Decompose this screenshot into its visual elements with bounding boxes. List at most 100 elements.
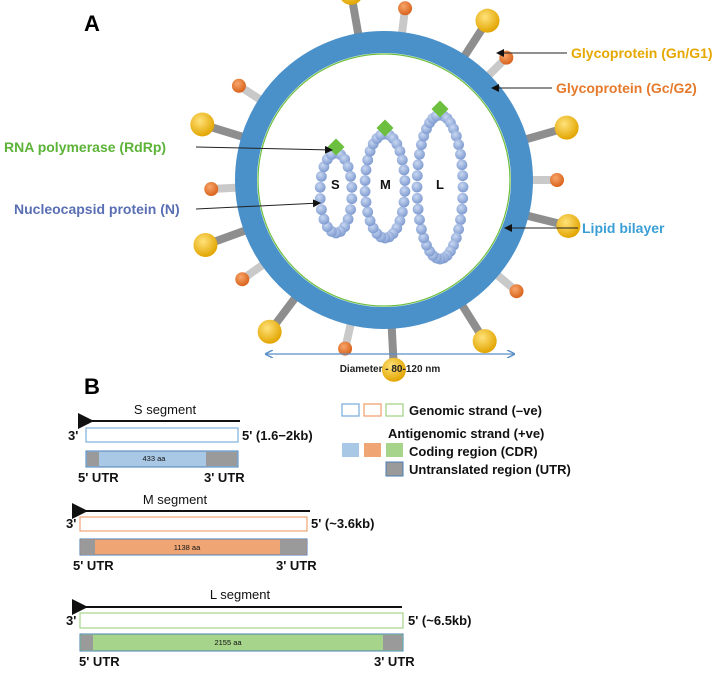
- nucleocapsid-label: Nucleocapsid protein (N): [14, 201, 180, 217]
- gn-glycoprotein-head: [556, 213, 581, 238]
- segment-m-bead: [394, 145, 406, 157]
- segment-l-bead: [411, 181, 423, 193]
- segment-m-bead: [398, 164, 410, 176]
- segment-l-bead: [455, 148, 466, 160]
- s-utr-right-label: 3' UTR: [204, 470, 245, 485]
- gn-glycoprotein-head: [341, 0, 361, 5]
- segment-l-bead: [457, 192, 469, 204]
- gc-glycoprotein-head: [509, 284, 524, 299]
- segment-m-rdrp-diamond: [376, 119, 394, 137]
- segment-l-label: L: [436, 177, 444, 192]
- segment-m-bead: [360, 164, 372, 176]
- inner-membrane-line: [257, 53, 511, 307]
- m-antigenomic-strand: [79, 538, 308, 556]
- legend: Genomic strand (–ve) Antigenomic strand …: [341, 403, 571, 477]
- m-utr-right-label: 3' UTR: [276, 558, 317, 573]
- segment-m-bead: [364, 215, 376, 227]
- gc-glycoprotein-head: [235, 272, 250, 287]
- s-antigenomic-strand: [85, 450, 239, 468]
- segment-s-bead: [314, 193, 326, 205]
- segment-l-bead: [450, 130, 462, 142]
- gc-glycoprotein-head: [550, 173, 564, 187]
- legend-genomic-text: Genomic strand (–ve): [409, 403, 542, 418]
- panel-b-letter: B: [84, 374, 100, 399]
- gc-glycoprotein-head: [231, 78, 246, 93]
- legend-genomic-s-swatch: [341, 403, 360, 417]
- l-left-end: 3': [66, 613, 76, 628]
- l-genomic-strand: [79, 612, 404, 629]
- m-right-end: 5' (~3.6kb): [311, 516, 374, 531]
- legend-antigenomic-text: Antigenomic strand (+ve): [388, 426, 544, 441]
- segment-m-bead: [399, 175, 411, 187]
- segment-s-bead: [316, 204, 327, 216]
- diameter-label: Diameter - 80-120 nm: [340, 364, 441, 375]
- legend-genomic-l-swatch: [385, 403, 404, 417]
- segment-s-bead: [316, 171, 327, 182]
- segment-l-bead: [457, 170, 469, 182]
- m-utr-left: [81, 540, 95, 554]
- segment-s-bead: [346, 193, 358, 205]
- segment-m-bead: [398, 196, 410, 208]
- gn-label: Glycoprotein (Gn/G1): [571, 45, 713, 61]
- s-segment-title: S segment: [134, 402, 197, 417]
- segment-s-bead: [345, 204, 356, 216]
- m-segment-title: M segment: [143, 492, 208, 507]
- gn-glycoprotein-head: [554, 115, 579, 140]
- gn-glycoprotein-head: [475, 8, 500, 33]
- segment-l-bead: [456, 159, 468, 171]
- segment-l-bead: [411, 170, 423, 182]
- rdrp-label: RNA polymerase (RdRp): [4, 139, 166, 155]
- m-coding-label: 1138 aa: [174, 543, 201, 552]
- m-utr-left-label: 5' UTR: [73, 558, 114, 573]
- l-utr-left: [81, 635, 93, 650]
- ribonucleoprotein-segments: [314, 100, 469, 265]
- segment-m-bead: [360, 196, 372, 208]
- segment-l-bead: [453, 223, 464, 235]
- segment-s-bead: [314, 181, 326, 193]
- segment-l-rdrp-diamond: [431, 100, 449, 118]
- s-right-end: 5' (1.6−2kb): [242, 428, 313, 443]
- segment-s-bead: [318, 213, 330, 225]
- gn-glycoprotein-head: [193, 232, 218, 257]
- gn-glycoprotein-head: [190, 112, 215, 137]
- segment-l-bead: [414, 148, 425, 160]
- legend-utr-swatch: [385, 461, 404, 477]
- legend-coding-s-swatch: [342, 443, 359, 457]
- segment-l-bead: [455, 214, 466, 226]
- s-utr-right: [206, 452, 237, 466]
- segment-l-bead: [416, 139, 427, 151]
- lipid-bilayer-label: Lipid bilayer: [582, 220, 665, 236]
- segment-l-bead: [418, 232, 430, 244]
- gc-glycoprotein-head: [398, 1, 413, 16]
- segment-m-bead: [362, 206, 374, 218]
- segment-s-bead: [346, 181, 358, 193]
- segment-m-bead: [362, 154, 374, 166]
- s-utr-left-label: 5' UTR: [78, 470, 119, 485]
- segment-l-bead: [456, 203, 468, 215]
- nucleo-pointer: [195, 199, 321, 210]
- s-left-end: 3': [68, 428, 78, 443]
- l-utr-right: [383, 635, 402, 650]
- legend-genomic-m-swatch: [363, 403, 382, 417]
- l-coding-label: 2155 aa: [214, 638, 242, 647]
- l-utr-right-label: 3' UTR: [374, 654, 415, 669]
- segment-l-bead: [412, 159, 424, 171]
- gc-glycoprotein-head: [204, 182, 219, 197]
- l-utr-left-label: 5' UTR: [79, 654, 120, 669]
- legend-coding-l-swatch: [386, 443, 403, 457]
- s-genomic-strand: [85, 427, 239, 443]
- gn-glycoprotein-head: [472, 329, 497, 354]
- m-left-end: 3': [66, 516, 76, 531]
- s-coding-label: 433 aa: [143, 454, 167, 463]
- l-right-end: 5' (~6.5kb): [408, 613, 471, 628]
- segment-m-bead: [359, 175, 371, 187]
- segment-m-bead: [359, 186, 371, 197]
- segment-s-bead: [345, 171, 356, 182]
- gn-glycoprotein-head: [257, 319, 282, 344]
- segment-l-bead: [411, 192, 423, 204]
- segment-l-bead: [416, 223, 427, 235]
- s-utr-left: [87, 452, 99, 466]
- gn-glycoprotein-head: [381, 357, 406, 382]
